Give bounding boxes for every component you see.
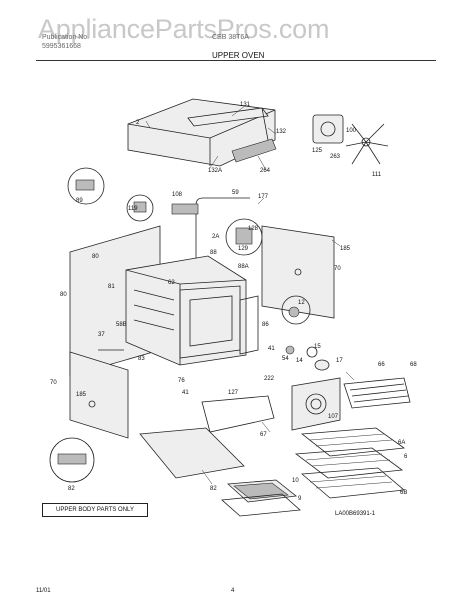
callout-10: 10 xyxy=(292,478,299,484)
callout-12: 12 xyxy=(298,300,305,306)
inset-detail-12 xyxy=(281,295,311,325)
callout-129: 129 xyxy=(238,246,249,252)
oven-cavity xyxy=(125,255,247,366)
callout-81: 81 xyxy=(108,284,115,290)
oven-sensor xyxy=(171,203,199,215)
callout-76: 76 xyxy=(178,378,185,384)
header-divider xyxy=(36,60,436,61)
convection-motor-parts xyxy=(285,345,330,371)
rear-panel xyxy=(261,225,335,319)
bake-element xyxy=(201,395,275,433)
callout-6: 6 xyxy=(404,454,408,460)
upper-body-parts-note: UPPER BODY PARTS ONLY xyxy=(42,503,148,517)
callout-59: 59 xyxy=(232,190,239,196)
callout-66: 66 xyxy=(378,362,385,368)
callout-67: 67 xyxy=(260,432,267,438)
watermark: AppliancePartsPros.com xyxy=(38,14,330,44)
cooling-fan-motor xyxy=(312,114,344,144)
callout-14: 14 xyxy=(296,358,303,364)
fan-blade xyxy=(345,123,389,165)
callout-80-left: 80 xyxy=(60,292,67,298)
footer-page-number: 4 xyxy=(231,588,235,594)
callout-70-right: 70 xyxy=(334,266,341,272)
callout-264: 264 xyxy=(260,168,271,174)
callout-177: 177 xyxy=(258,194,269,200)
callout-108: 108 xyxy=(172,192,183,198)
callout-125: 125 xyxy=(312,148,323,154)
callout-131: 131 xyxy=(240,102,251,108)
callout-17: 17 xyxy=(336,358,343,364)
callout-100: 100 xyxy=(346,128,357,134)
callout-263: 263 xyxy=(330,154,341,160)
model-number: CEB 38T6A xyxy=(212,34,249,41)
callout-88: 88 xyxy=(210,250,217,256)
leader-lines xyxy=(145,104,355,485)
vent-grille xyxy=(231,138,277,163)
callout-2: 2 xyxy=(136,120,140,126)
callout-185-left: 185 xyxy=(76,392,87,398)
broil-element xyxy=(343,377,411,409)
inset-detail-82 xyxy=(49,437,95,483)
convection-fan-cover xyxy=(291,377,341,431)
vent-trim xyxy=(187,107,269,141)
callout-119: 119 xyxy=(128,206,138,212)
callout-6b: 6B xyxy=(400,490,407,496)
callout-6a: 6A xyxy=(398,440,405,446)
callout-82-bottom: 82 xyxy=(210,486,217,492)
callout-9: 9 xyxy=(298,496,302,502)
callout-2a: 2A xyxy=(212,234,219,240)
callout-58b: 58B xyxy=(116,322,127,328)
side-panel-lower xyxy=(69,351,129,439)
callout-83: 83 xyxy=(138,356,145,362)
callout-127: 127 xyxy=(228,390,239,396)
callout-89: 89 xyxy=(76,198,83,204)
callout-128: 128 xyxy=(248,226,259,232)
callout-15: 15 xyxy=(314,344,321,350)
callout-41-left: 41 xyxy=(182,390,189,396)
oven-bottom-panel xyxy=(139,427,245,479)
publication-number: 5995361668 xyxy=(42,43,81,50)
footer-date: 11/01 xyxy=(36,588,51,594)
callout-62: 62 xyxy=(168,280,175,286)
callout-86: 86 xyxy=(262,322,269,328)
callout-132: 132 xyxy=(276,129,287,135)
callout-54: 54 xyxy=(282,356,289,362)
callout-88a: 88A xyxy=(238,264,249,270)
inset-detail-89 xyxy=(67,167,105,205)
callout-70-left: 70 xyxy=(50,380,57,386)
broiler-pan xyxy=(221,479,301,517)
diagram-code: LA00B69391-1 xyxy=(335,511,376,517)
callout-132a: 132A xyxy=(208,168,222,174)
publication-label: Publication No. xyxy=(42,34,90,41)
callout-80-top: 80 xyxy=(92,254,99,260)
callout-222: 222 xyxy=(264,376,275,382)
inset-detail-119 xyxy=(126,194,154,222)
callout-82-inset: 82 xyxy=(68,486,75,492)
callout-185-top: 185 xyxy=(340,246,351,252)
callout-111: 111 xyxy=(372,172,382,178)
section-title: UPPER OVEN xyxy=(212,51,265,60)
callout-68: 68 xyxy=(410,362,417,368)
callout-107: 107 xyxy=(328,414,339,420)
callout-37: 37 xyxy=(98,332,105,338)
front-frame xyxy=(239,295,259,355)
oven-racks xyxy=(294,427,406,499)
callout-labels: 131 2 132 100 125 263 111 264 132A 108 5… xyxy=(50,102,417,502)
callout-41-right: 41 xyxy=(268,346,275,352)
